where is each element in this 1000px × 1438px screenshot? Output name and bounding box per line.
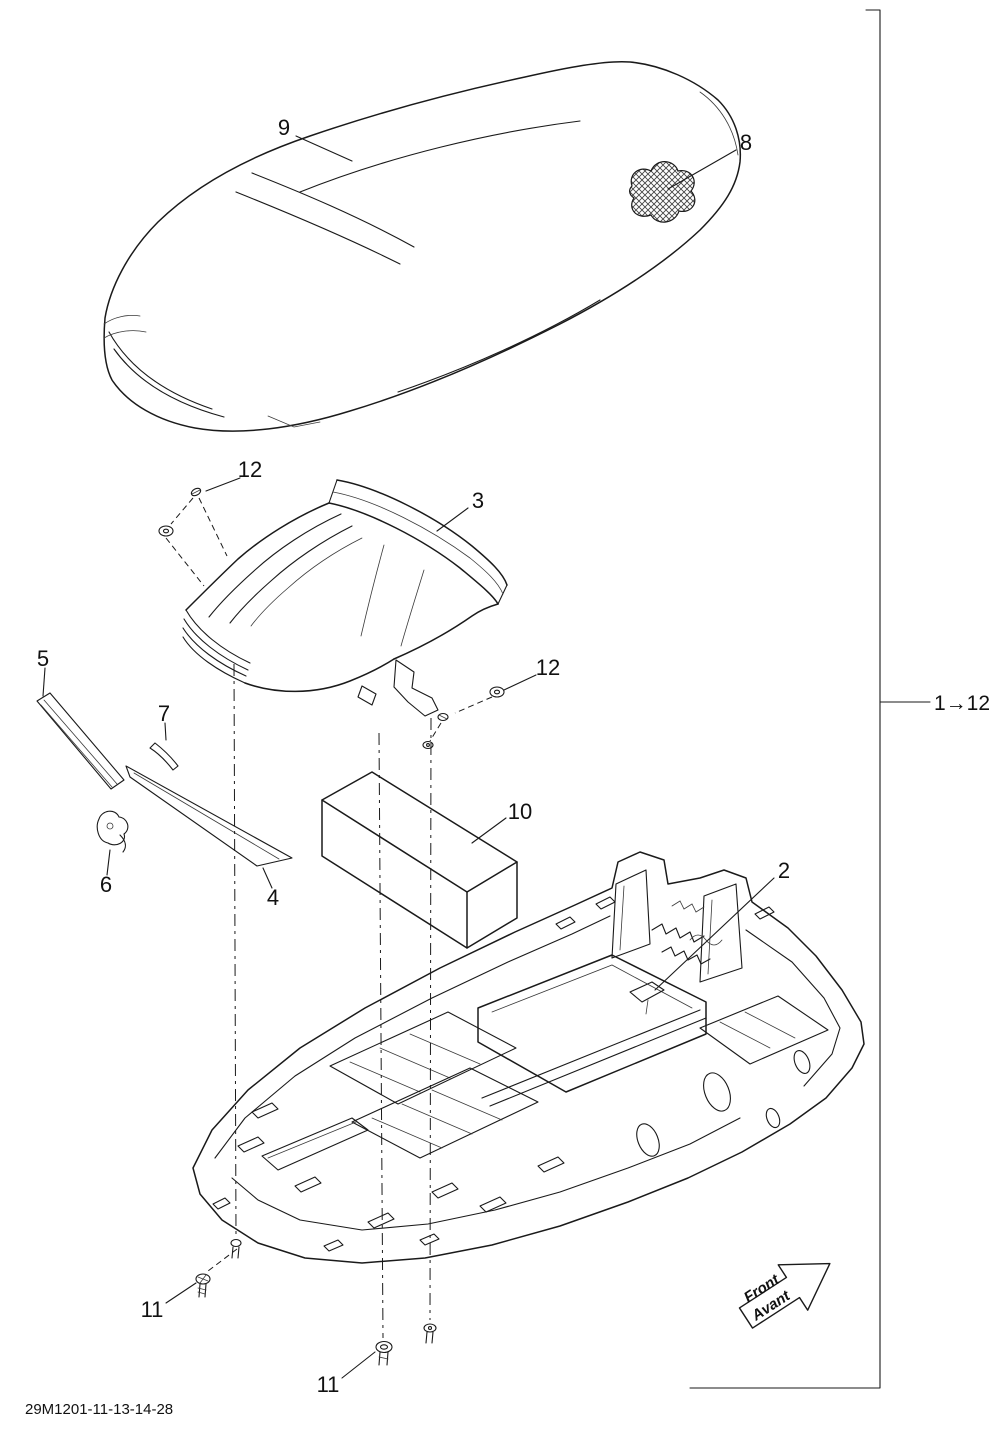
side-panel-drawing bbox=[125, 765, 293, 867]
screw-front-center-drawing bbox=[375, 1323, 437, 1366]
reference-bracket: 1→12 bbox=[689, 9, 990, 1389]
callout-11-left: 11 bbox=[141, 1297, 164, 1322]
seat-drawing bbox=[103, 60, 742, 432]
front-direction-arrow: Front Avant bbox=[738, 1262, 831, 1329]
clip-drawing bbox=[149, 742, 179, 771]
callout-5: 5 bbox=[37, 646, 49, 671]
callout-6: 6 bbox=[100, 872, 112, 897]
alignment-dash-lines bbox=[207, 663, 432, 1339]
callout-8: 8 bbox=[740, 130, 752, 155]
callout-11-center: 11 bbox=[317, 1372, 340, 1397]
foam-block-drawing bbox=[321, 771, 518, 949]
washer-right-drawing bbox=[422, 686, 505, 750]
latch-drawing bbox=[96, 810, 129, 853]
screw-front-left-drawing bbox=[195, 1238, 242, 1298]
grip-pad-drawing bbox=[629, 161, 696, 223]
figure-part-code: 29M1201-11-13-14-28 bbox=[25, 1401, 173, 1418]
callout-4: 4 bbox=[267, 885, 279, 910]
rear-cowl-drawing bbox=[182, 479, 508, 717]
callout-3: 3 bbox=[472, 488, 484, 513]
callout-leader-lines bbox=[42, 135, 775, 1379]
trim-strip-drawing bbox=[36, 692, 125, 790]
callout-10: 10 bbox=[508, 799, 532, 824]
callout-9: 9 bbox=[278, 115, 290, 140]
callout-labels: 9 8 12 3 12 5 7 6 4 10 2 11 11 bbox=[37, 115, 790, 1397]
screw-washer-top-drawing bbox=[158, 487, 228, 587]
callout-7: 7 bbox=[158, 701, 170, 726]
seat-base-drawing bbox=[192, 851, 865, 1264]
range-label: 1→12 bbox=[934, 692, 990, 715]
callout-12-right: 12 bbox=[536, 655, 560, 680]
front-arrow-icon bbox=[738, 1262, 831, 1329]
callout-12-top: 12 bbox=[238, 457, 262, 482]
callout-2: 2 bbox=[778, 858, 790, 883]
